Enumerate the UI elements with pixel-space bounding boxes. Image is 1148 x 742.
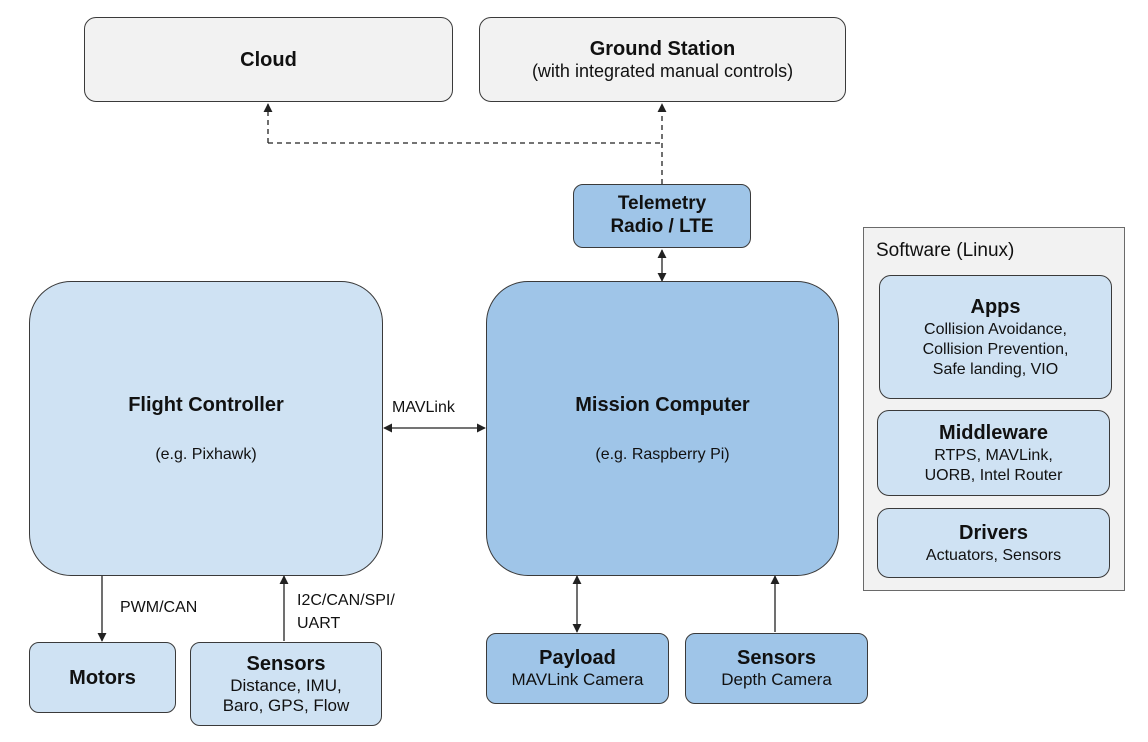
apps-title: Apps bbox=[970, 295, 1021, 318]
bus-label-line1: I2C/CAN/SPI/ bbox=[297, 592, 395, 609]
software-panel: Software (Linux) Apps Collision Avoidanc… bbox=[863, 227, 1125, 591]
middleware-layer: Middleware RTPS, MAVLink, UORB, Intel Ro… bbox=[877, 410, 1110, 496]
drivers-layer: Drivers Actuators, Sensors bbox=[877, 508, 1110, 578]
telemetry-title-line2: Radio / LTE bbox=[610, 216, 714, 237]
fc-sensors-node: Sensors Distance, IMU, Baro, GPS, Flow bbox=[190, 642, 382, 726]
middleware-title: Middleware bbox=[939, 421, 1048, 444]
flight-controller-subtitle: (e.g. Pixhawk) bbox=[155, 445, 257, 463]
flight-controller-node: Flight Controller (e.g. Pixhawk) bbox=[29, 281, 383, 576]
flight-controller-title: Flight Controller bbox=[128, 393, 284, 416]
motors-title: Motors bbox=[69, 666, 136, 689]
cloud-title: Cloud bbox=[240, 48, 297, 71]
ground-station-title: Ground Station bbox=[589, 37, 736, 60]
apps-line1: Collision Avoidance, bbox=[924, 320, 1067, 338]
middleware-line2: UORB, Intel Router bbox=[924, 466, 1063, 484]
apps-line2: Collision Prevention, bbox=[922, 340, 1069, 358]
drivers-title: Drivers bbox=[959, 521, 1028, 544]
payload-subtitle: MAVLink Camera bbox=[511, 670, 644, 690]
software-panel-title: Software (Linux) bbox=[876, 240, 1015, 261]
apps-layer: Apps Collision Avoidance, Collision Prev… bbox=[879, 275, 1112, 399]
mavlink-label: MAVLink bbox=[392, 399, 455, 416]
motors-node: Motors bbox=[29, 642, 176, 713]
mc-sensors-node: Sensors Depth Camera bbox=[685, 633, 868, 704]
payload-node: Payload MAVLink Camera bbox=[486, 633, 669, 704]
mission-computer-title: Mission Computer bbox=[575, 393, 750, 416]
fc-sensors-line2: Baro, GPS, Flow bbox=[222, 696, 350, 715]
ground-station-subtitle: (with integrated manual controls) bbox=[531, 60, 794, 81]
bus-label-line2: UART bbox=[297, 615, 341, 632]
ground-station-node: Ground Station (with integrated manual c… bbox=[479, 17, 846, 102]
payload-title: Payload bbox=[539, 647, 616, 670]
middleware-line1: RTPS, MAVLink, bbox=[934, 446, 1053, 464]
mission-computer-node: Mission Computer (e.g. Raspberry Pi) bbox=[486, 281, 839, 576]
apps-line3: Safe landing, VIO bbox=[932, 360, 1059, 378]
fc-sensors-title: Sensors bbox=[246, 652, 326, 675]
drivers-line1: Actuators, Sensors bbox=[925, 546, 1062, 564]
pwm-can-label: PWM/CAN bbox=[120, 599, 198, 616]
telemetry-title-line1: Telemetry bbox=[617, 193, 707, 215]
mission-computer-subtitle: (e.g. Raspberry Pi) bbox=[595, 445, 730, 463]
cloud-node: Cloud bbox=[84, 17, 453, 102]
mc-sensors-title: Sensors bbox=[737, 647, 816, 670]
telemetry-node: Telemetry Radio / LTE bbox=[573, 184, 751, 248]
mc-sensors-subtitle: Depth Camera bbox=[721, 670, 832, 690]
fc-sensors-line1: Distance, IMU, bbox=[230, 675, 342, 695]
